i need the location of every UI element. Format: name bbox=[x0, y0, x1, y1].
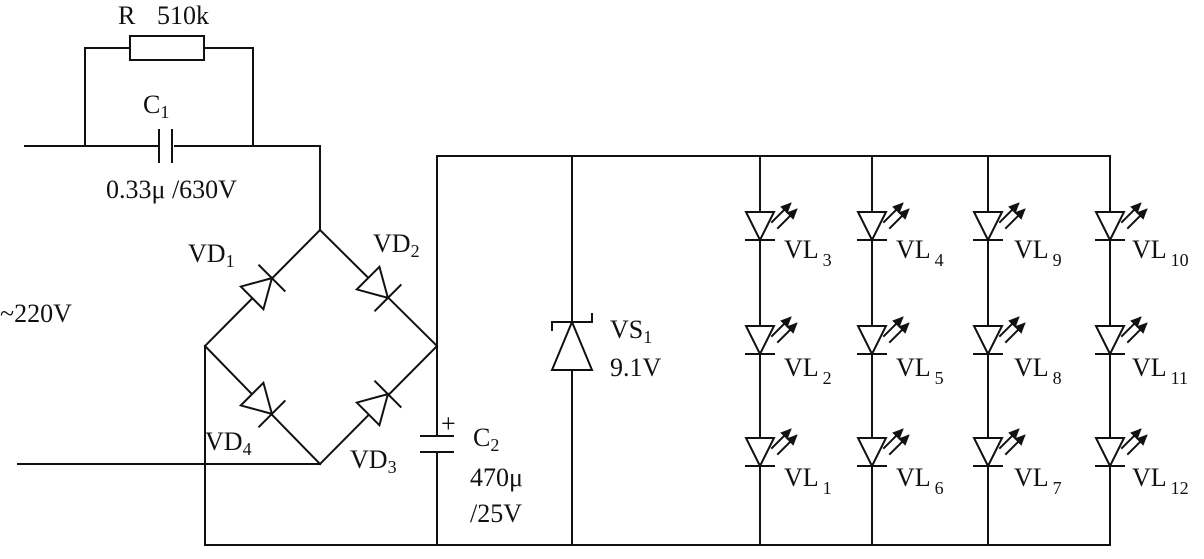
diode-vd4-label: VD4 bbox=[205, 427, 252, 459]
led-vl7 bbox=[973, 429, 1025, 467]
resistor-r-value: 510k bbox=[157, 1, 209, 30]
capacitor-c1-name: C1 bbox=[143, 90, 169, 122]
led-vl2 bbox=[745, 317, 797, 355]
diode-vd4 bbox=[238, 380, 287, 429]
led-vl1 bbox=[745, 429, 797, 467]
capacitor-c1 bbox=[158, 129, 174, 163]
capacitor-c2-value1: 470μ bbox=[470, 463, 523, 492]
capacitor-c2-name: C2 bbox=[473, 423, 499, 455]
diode-vd2 bbox=[354, 264, 403, 313]
led-vl5 bbox=[857, 317, 909, 355]
led-vl6 bbox=[857, 429, 909, 467]
resistor-r bbox=[129, 35, 205, 61]
bridge-rectifier bbox=[203, 228, 439, 546]
resistor-r-name: R bbox=[118, 1, 136, 30]
diode-vd3 bbox=[354, 379, 403, 428]
diode-vd2-label: VD2 bbox=[373, 229, 420, 261]
diode-vd1 bbox=[238, 263, 287, 312]
capacitor-c2-plus: + bbox=[441, 409, 456, 438]
led-vl11 bbox=[1095, 317, 1147, 355]
dc-rails bbox=[204, 155, 1111, 546]
diode-vd1-label: VD1 bbox=[188, 239, 235, 271]
capacitor-c1-value: 0.33μ /630V bbox=[106, 175, 237, 204]
led-vl12 bbox=[1095, 429, 1147, 467]
capacitor-c2-value2: /25V bbox=[470, 499, 522, 528]
capacitor-c2 bbox=[420, 435, 454, 453]
zener-vs1-value: 9.1V bbox=[610, 353, 662, 382]
diode-vd3-label: VD3 bbox=[350, 445, 397, 477]
source-label: ~220V bbox=[0, 299, 72, 328]
led-vl8 bbox=[973, 317, 1025, 355]
zener-vs1 bbox=[550, 313, 594, 371]
zener-vs1-name: VS1 bbox=[610, 315, 652, 347]
